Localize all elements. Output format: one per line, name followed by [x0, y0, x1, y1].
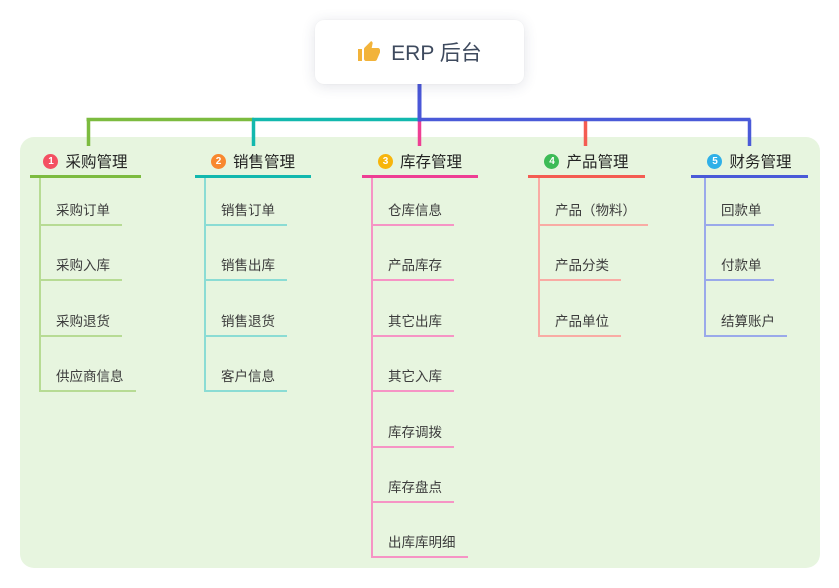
child-node[interactable]: 付款单 — [706, 226, 787, 282]
branch-header-5[interactable]: 5 财务管理 — [691, 147, 808, 178]
child-node[interactable]: 销售退货 — [206, 281, 287, 337]
branch-number-badge: 5 — [707, 153, 723, 169]
child-node-label: 产品（物料） — [540, 199, 648, 226]
child-node[interactable]: 库存盘点 — [373, 448, 468, 503]
child-node-label: 客户信息 — [206, 365, 287, 393]
child-node[interactable]: 采购订单 — [41, 178, 136, 226]
child-node-label: 仓库信息 — [373, 199, 454, 226]
branch-number-badge: 2 — [210, 153, 226, 169]
branch-number-badge: 4 — [544, 153, 560, 169]
child-node[interactable]: 供应商信息 — [41, 337, 136, 393]
child-node[interactable]: 产品库存 — [373, 226, 468, 282]
root-node-label: ERP 后台 — [391, 42, 482, 65]
child-node-label: 销售退货 — [206, 310, 287, 337]
branch-header-4[interactable]: 4 产品管理 — [528, 147, 645, 178]
thumbs-up-icon — [357, 40, 381, 64]
child-node-label: 供应商信息 — [41, 365, 136, 393]
child-node[interactable]: 其它入库 — [373, 337, 468, 393]
child-node-label: 采购入库 — [41, 254, 122, 282]
child-node[interactable]: 销售出库 — [206, 226, 287, 282]
branch-label: 产品管理 — [566, 154, 629, 171]
child-node-label: 产品单位 — [540, 310, 621, 337]
child-node-label: 销售出库 — [206, 254, 287, 282]
child-node[interactable]: 产品分类 — [540, 226, 648, 282]
child-node[interactable]: 采购入库 — [41, 226, 136, 282]
branch-number-badge: 3 — [377, 153, 393, 169]
branch-header-1[interactable]: 1 采购管理 — [30, 147, 141, 178]
child-node-label: 产品分类 — [540, 254, 621, 282]
child-node[interactable]: 回款单 — [706, 178, 787, 226]
branch-number-badge: 1 — [43, 153, 59, 169]
child-node-label: 其它出库 — [373, 310, 454, 337]
branch-label: 库存管理 — [399, 154, 462, 171]
child-node[interactable]: 销售订单 — [206, 178, 287, 226]
child-node[interactable]: 其它出库 — [373, 281, 468, 337]
branch-children: 销售订单销售出库销售退货客户信息 — [204, 178, 287, 393]
branch-children: 产品（物料） 产品分类产品单位 — [538, 178, 648, 337]
child-node-label: 采购订单 — [41, 199, 122, 226]
child-node[interactable]: 产品（物料） — [540, 178, 648, 226]
branches-panel-background — [20, 137, 820, 568]
child-node[interactable]: 产品单位 — [540, 281, 648, 337]
branch-label: 财务管理 — [729, 154, 792, 171]
child-node-label: 付款单 — [706, 254, 774, 282]
branch-label: 采购管理 — [65, 154, 128, 171]
branch-children: 仓库信息产品库存其它出库其它入库库存调拨库存盘点出库库明细 — [371, 178, 468, 559]
branch-children: 回款单付款单结算账户 — [704, 178, 787, 337]
child-node[interactable]: 客户信息 — [206, 337, 287, 393]
child-node-label: 出库库明细 — [373, 531, 468, 559]
child-node[interactable]: 采购退货 — [41, 281, 136, 337]
child-node[interactable]: 库存调拨 — [373, 392, 468, 448]
branch-header-3[interactable]: 3 库存管理 — [362, 147, 478, 178]
child-node-label: 库存调拨 — [373, 421, 454, 448]
child-node[interactable]: 出库库明细 — [373, 503, 468, 559]
child-node-label: 回款单 — [706, 199, 774, 226]
branch-children: 采购订单采购入库采购退货供应商信息 — [39, 178, 136, 393]
branch-label: 销售管理 — [232, 154, 295, 171]
child-node[interactable]: 仓库信息 — [373, 178, 468, 226]
child-node-label: 结算账户 — [706, 310, 787, 337]
child-node-label: 其它入库 — [373, 365, 454, 393]
child-node-label: 销售订单 — [206, 199, 287, 226]
child-node-label: 采购退货 — [41, 310, 122, 337]
child-node[interactable]: 结算账户 — [706, 281, 787, 337]
root-node[interactable]: ERP 后台 — [315, 20, 524, 84]
child-node-label: 产品库存 — [373, 254, 454, 282]
child-node-label: 库存盘点 — [373, 476, 454, 503]
branch-header-2[interactable]: 2 销售管理 — [195, 147, 311, 178]
